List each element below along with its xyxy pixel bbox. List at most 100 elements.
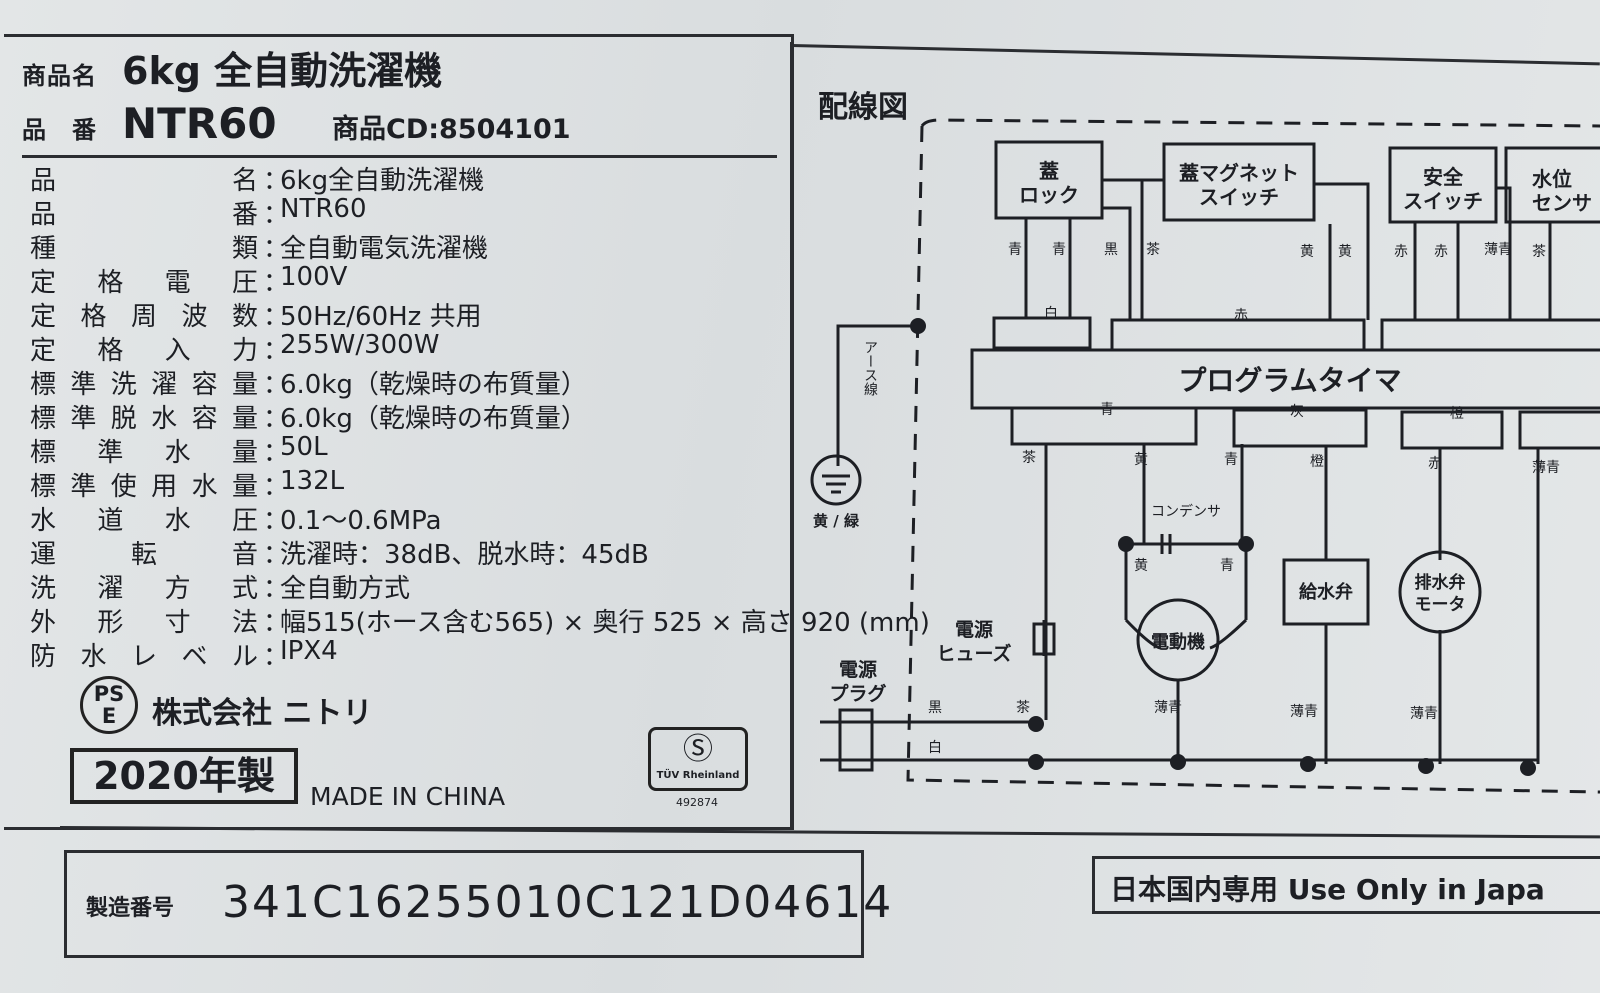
spec-colon: ：	[263, 540, 290, 570]
spec-colon: ：	[263, 574, 290, 604]
safety-switch-box	[1388, 146, 1498, 224]
spec-key: 標準水量	[30, 438, 258, 468]
serial-box	[64, 850, 864, 958]
japan-only-box	[1092, 856, 1600, 914]
magnet-switch-label-2: スイッチ	[1199, 185, 1279, 209]
svg-text:青: 青	[1100, 402, 1114, 418]
spec-key: 標準洗濯容量	[30, 370, 258, 400]
svg-text:薄青: 薄青	[1484, 242, 1512, 258]
spec-row: 品番：NTR60	[30, 194, 790, 230]
water-valve-label: 給水弁	[1299, 581, 1353, 603]
motor-label: 電動機	[1151, 631, 1205, 653]
spec-value: IPX4	[280, 636, 338, 666]
product-header: 商品名 6kg 全自動洗濯機 品 番 NTR60 商品CD:8504101	[22, 40, 782, 148]
spec-value: 6.0kg（乾燥時の布質量）	[280, 404, 587, 434]
svg-text:黄: 黄	[1338, 243, 1352, 260]
spec-value: 100V	[280, 262, 348, 292]
svg-text:薄青: 薄青	[1154, 700, 1182, 716]
spec-key: 定格入力	[30, 336, 258, 366]
spec-key: 種類	[30, 234, 258, 264]
spec-colon: ：	[263, 608, 290, 638]
spec-value: 全自動電気洗濯機	[280, 234, 489, 264]
svg-text:薄青: 薄青	[1410, 706, 1438, 722]
spec-row: 標準洗濯容量：6.0kg（乾燥時の布質量）	[30, 364, 790, 400]
tuv-number: 492874	[676, 796, 718, 809]
safety-switch-label-2: スイッチ	[1403, 189, 1483, 213]
plug-box	[838, 708, 874, 772]
spec-value: 洗濯時：38dB、脱水時：45dB	[280, 540, 649, 570]
water-sensor-label-2: センサ	[1532, 191, 1592, 215]
label-bottom-border	[59, 826, 1600, 839]
connector-2	[1110, 318, 1366, 352]
spec-row: 標準水量：50L	[30, 432, 790, 468]
spec-colon: ：	[263, 336, 290, 366]
spec-key: 定格周波数	[30, 302, 258, 332]
spec-row: 運転音：洗濯時：38dB、脱水時：45dB	[30, 534, 790, 570]
spec-row: 水道水圧：0.1〜0.6MPa	[30, 500, 790, 536]
spec-key: 標準使用水量	[30, 472, 258, 502]
drain-motor-label-1: 排水弁	[1415, 572, 1466, 593]
spec-row: 防水レベル：IPX4	[30, 636, 790, 672]
spec-row: 洗濯方式：全自動方式	[30, 568, 790, 604]
timer-connector-4	[1518, 410, 1600, 450]
svg-text:青: 青	[1220, 558, 1234, 574]
lid-lock-label-2: ロック	[1019, 183, 1079, 207]
svg-text:赤: 赤	[1394, 244, 1408, 260]
spec-value: NTR60	[280, 194, 367, 224]
spec-key: 定格電圧	[30, 268, 258, 298]
spec-colon: ：	[263, 472, 290, 502]
spec-row: 外形寸法：幅515(ホース含む565) × 奥行 525 × 高さ 920 (m…	[30, 602, 930, 638]
pse-mark: PS E	[80, 676, 138, 734]
spec-key: 標準脱水容量	[30, 404, 258, 434]
spec-value: 幅515(ホース含む565) × 奥行 525 × 高さ 920 (mm)	[280, 608, 930, 638]
svg-text:赤: 赤	[1428, 456, 1442, 472]
spec-value: 0.1〜0.6MPa	[280, 506, 442, 536]
spec-key: 運転音	[30, 540, 258, 570]
spec-row: 定格入力：255W/300W	[30, 330, 790, 366]
spec-key: 水道水圧	[30, 506, 258, 536]
company-name: 株式会社 ニトリ	[152, 696, 373, 731]
spec-row: 品名：6kg全自動洗濯機	[30, 160, 790, 196]
spec-colon: ：	[263, 234, 290, 264]
svg-text:茶: 茶	[1022, 450, 1036, 466]
manufacture-year: 2020年製	[70, 748, 298, 804]
spec-key: 品名	[30, 166, 258, 196]
spec-colon: ：	[263, 200, 290, 230]
lid-lock-label-1: 蓋	[1039, 159, 1059, 183]
dashed-frame-top	[920, 118, 1600, 128]
diagram-title: 配線図	[818, 90, 908, 125]
svg-text:薄青: 薄青	[1532, 460, 1560, 476]
spec-row: 種類：全自動電気洗濯機	[30, 228, 790, 264]
product-cd: 商品CD:8504101	[332, 114, 571, 145]
spec-value: 6.0kg（乾燥時の布質量）	[280, 370, 587, 400]
model-label: 品 番	[22, 116, 97, 144]
spec-key: 品番	[30, 200, 258, 230]
program-timer-label: プログラムタイマ	[1178, 364, 1401, 397]
program-timer-box	[970, 348, 1600, 410]
serial-label: 製造番号	[86, 896, 175, 921]
wiring-diagram: 蓋 ロック 蓋マグネット スイッチ 安全 スイッチ 水位 センサ プログラムタイ…	[810, 118, 1600, 794]
spec-colon: ：	[263, 404, 290, 434]
spec-value: 255W/300W	[280, 330, 440, 360]
spec-key: 洗濯方式	[30, 574, 258, 604]
spec-colon: ：	[263, 166, 290, 196]
magnet-switch-label-1: 蓋マグネット	[1179, 161, 1299, 185]
earth-color-label: 黄 / 緑	[813, 512, 860, 530]
spec-colon: ：	[263, 438, 290, 468]
tuv-mark: Ⓢ TÜV Rheinland	[648, 727, 748, 791]
spec-value: 6kg全自動洗濯機	[280, 166, 485, 196]
japan-only-text: 日本国内専用 Use Only in Japa	[1110, 873, 1545, 906]
svg-text:黒: 黒	[928, 700, 942, 716]
safety-switch-label-1: 安全	[1423, 165, 1464, 189]
svg-text:白: 白	[1044, 306, 1058, 322]
spec-value: 132L	[280, 466, 345, 496]
svg-text:赤: 赤	[1234, 308, 1248, 324]
tuv-logo-icon: Ⓢ	[683, 732, 713, 767]
svg-text:白: 白	[928, 740, 942, 756]
svg-text:黒: 黒	[1104, 242, 1118, 258]
timer-connector-2	[1232, 408, 1368, 448]
spec-key: 防水レベル	[30, 642, 258, 672]
drain-motor-label-2: モータ	[1415, 595, 1466, 615]
water-sensor-label-1: 水位	[1532, 167, 1572, 191]
